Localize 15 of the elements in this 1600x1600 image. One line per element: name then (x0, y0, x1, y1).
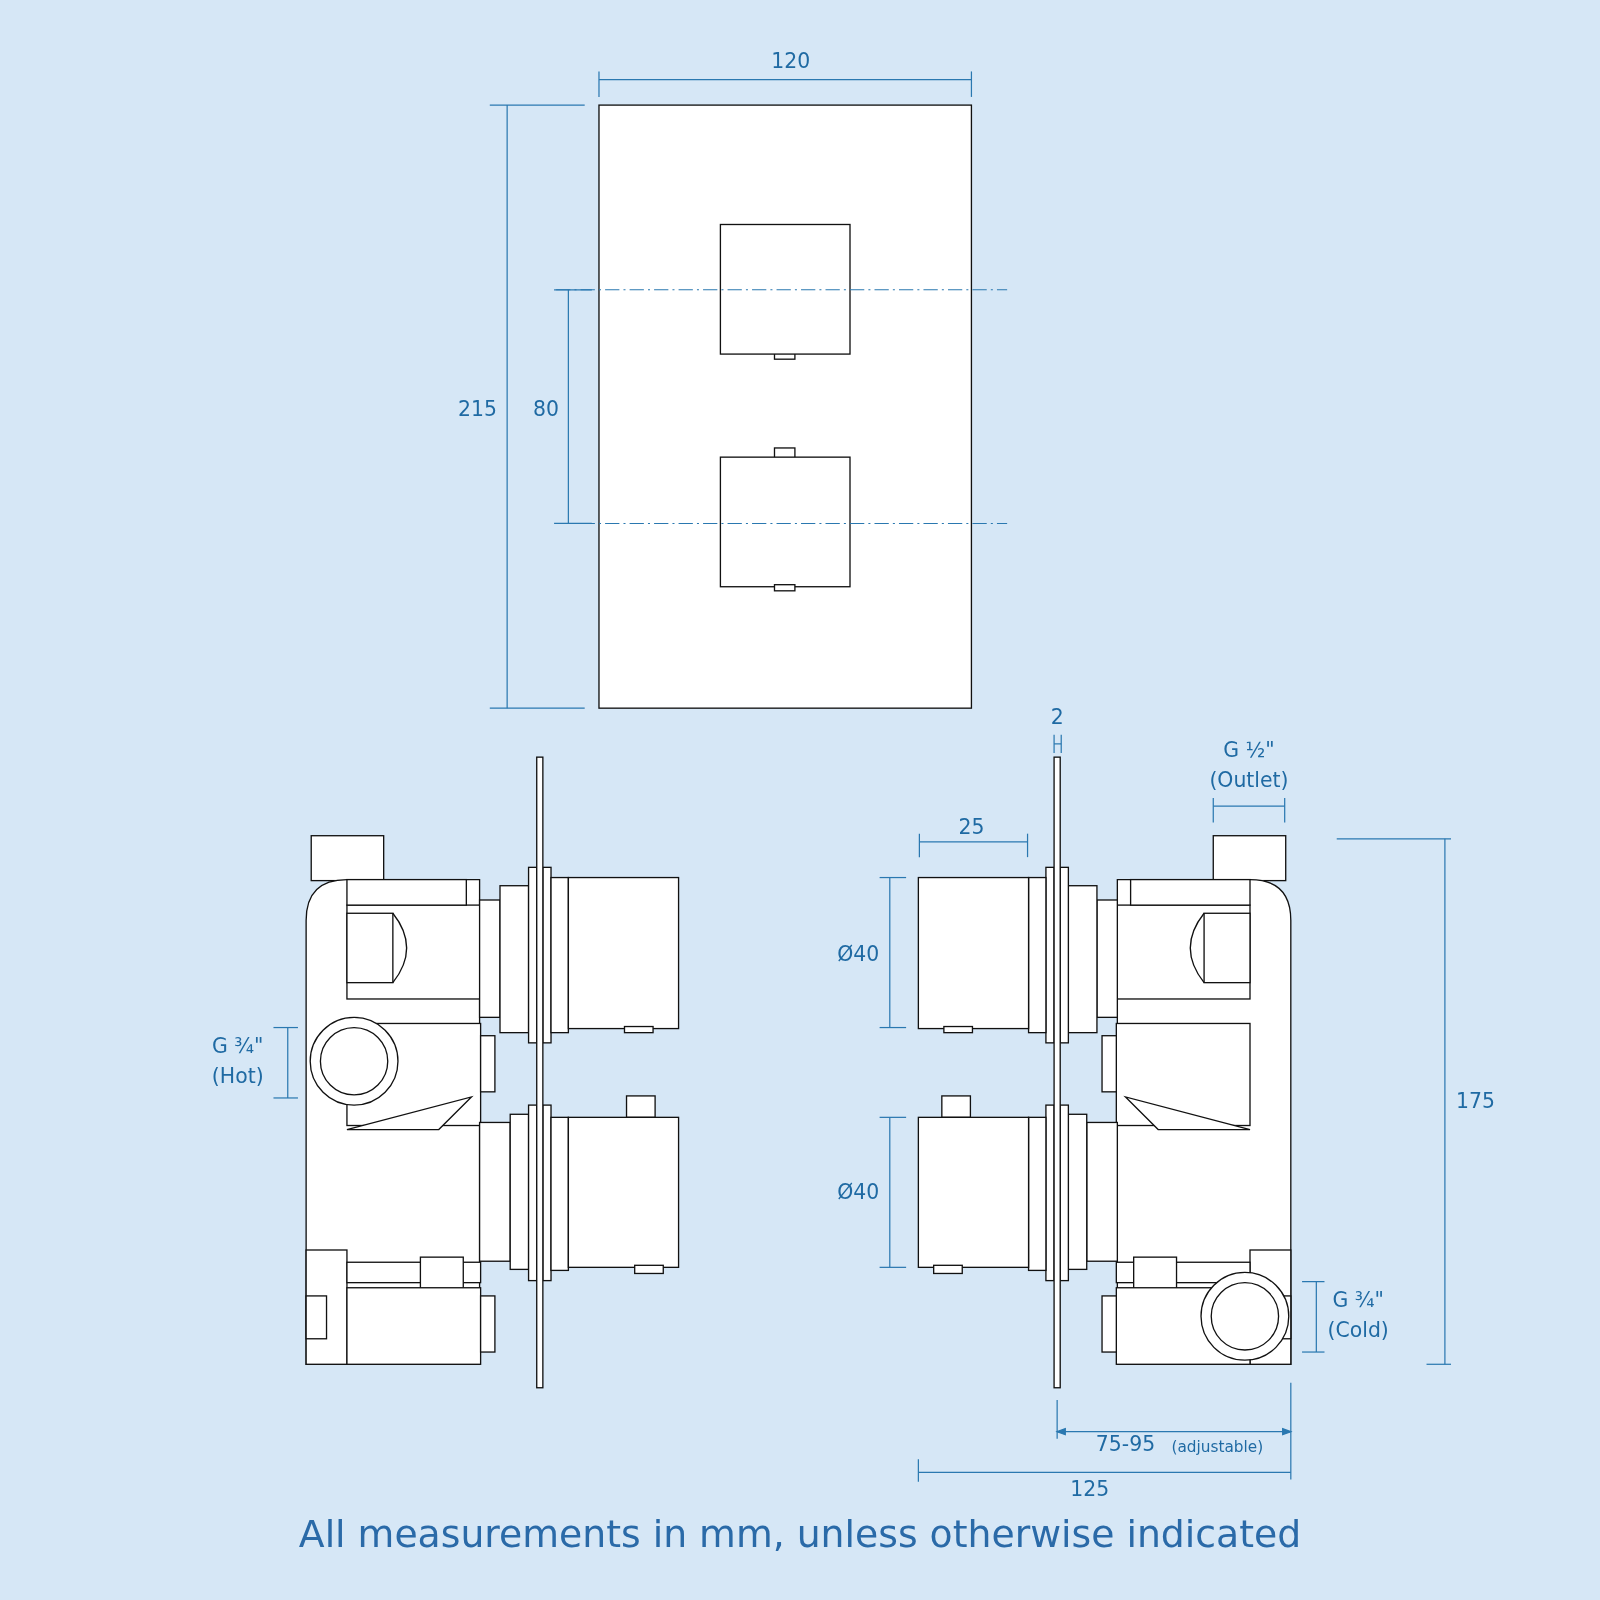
dimension-label: Ø40 (837, 1179, 880, 1207)
dimension-label: 2 (1050, 703, 1064, 732)
dimension-label: 80 (532, 395, 559, 423)
dimension-label: 175 (1456, 1087, 1495, 1115)
dimension-label: Ø40 (837, 940, 880, 968)
caption: All measurements in mm, unless otherwise indicated (297, 1512, 1303, 1557)
dimension-label: 75-95 (1095, 1430, 1156, 1458)
connection-label: G ¾" (Cold) (1326, 1286, 1390, 1344)
connection-label: G ¾" (Hot) (210, 1032, 265, 1090)
dimension-label: 125 (1070, 1476, 1110, 1504)
dimension-label: 120 (771, 47, 811, 75)
dimension-note: (adjustable) (1171, 1436, 1264, 1458)
connection-label: G ½" (Outlet) (1208, 736, 1290, 794)
dimension-label: 215 (458, 395, 498, 423)
dimension-label: 25 (958, 813, 985, 842)
